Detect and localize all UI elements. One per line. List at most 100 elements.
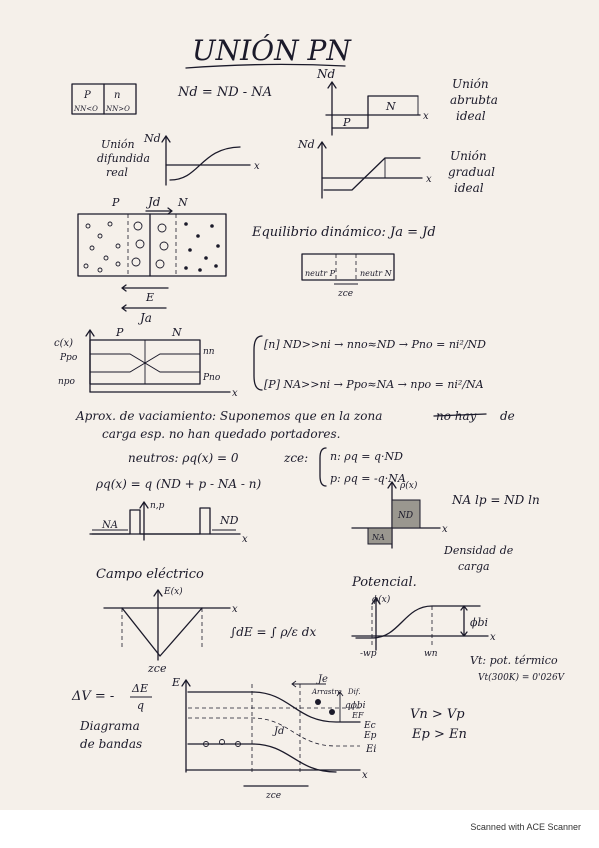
svg-text:zce: zce <box>265 791 281 801</box>
band-title-2: de bandas <box>80 737 142 751</box>
zce-label: zce: <box>283 451 308 465</box>
svg-text:x: x <box>232 604 238 615</box>
gradual-label-1: Unión <box>450 149 487 163</box>
field-title: Campo eléctrico <box>96 567 204 582</box>
abrupt-junction-plot: Nd x P N <box>316 67 429 136</box>
svg-text:P: P <box>83 90 91 101</box>
delta-v-eq: ΔV = - <box>71 689 114 704</box>
svg-text:P: P <box>115 326 124 339</box>
svg-text:Dif.: Dif. <box>347 688 360 696</box>
svg-text:x: x <box>232 388 238 399</box>
diffused-junction-plot: Nd x <box>143 132 260 186</box>
page-title: UNIÓN PN <box>192 33 352 67</box>
svg-text:x: x <box>254 161 260 172</box>
svg-text:qϕbi: qϕbi <box>345 701 366 711</box>
svg-text:P: P <box>111 196 120 209</box>
potential-title: Potencial. <box>351 575 417 590</box>
diffused-label-1: Unión <box>101 138 135 151</box>
svg-text:Ja: Ja <box>137 311 152 325</box>
junction-box: P Jd N E Ja <box>77 195 227 325</box>
svg-text:Nd: Nd <box>143 132 161 145</box>
abrupt-label-1: Unión <box>452 77 489 91</box>
vaciamiento-strike: no hay <box>436 409 477 423</box>
svg-text:npo: npo <box>58 377 76 387</box>
vaciamiento-line-2: carga esp. no han quedado portadores. <box>102 427 340 441</box>
svg-text:ND: ND <box>397 511 413 521</box>
svg-text:wn: wn <box>424 649 438 659</box>
gradual-junction-plot: Nd x <box>297 138 432 199</box>
rho-general-eq: ρq(x) = q (ND + p - NA - n) <box>95 477 261 491</box>
svg-text:n,p: n,p <box>150 501 165 511</box>
concentration-brace <box>253 335 263 391</box>
strike-line <box>433 413 487 417</box>
svg-text:zce: zce <box>147 662 167 675</box>
diffused-label-3: real <box>106 166 128 179</box>
svg-text:nn: nn <box>203 347 215 357</box>
neutros-eq: neutros: ρq(x) = 0 <box>128 451 239 465</box>
electric-field-plot: E(x) x zce <box>103 586 238 675</box>
svg-text:P: P <box>342 116 351 129</box>
svg-text:zce: zce <box>337 289 353 299</box>
charge-label-2: carga <box>458 560 490 573</box>
integral-eq: ∫dE = ∫ ρ/ε dx <box>230 625 316 639</box>
vaciamiento-line-1: Aprox. de vaciamiento: Suponemos que en … <box>75 409 382 423</box>
svg-text:ϕbi: ϕbi <box>470 616 488 629</box>
band-title-1: Diagrama <box>79 719 140 733</box>
gradual-label-3: ideal <box>454 181 484 195</box>
abrupt-label-3: ideal <box>456 109 486 123</box>
zce-n-eq: n: ρq = q·ND <box>330 450 403 463</box>
svg-text:-wp: -wp <box>360 649 377 659</box>
svg-text:Ei: Ei <box>365 744 377 755</box>
delta-v-num: ΔE <box>131 682 148 695</box>
svg-text:Ec: Ec <box>363 721 376 731</box>
svg-text:x: x <box>362 770 368 781</box>
svg-text:Ppo: Ppo <box>59 353 78 363</box>
title-underline <box>185 63 346 69</box>
thermal-potential-300k: Vt(300K) = 0'026V <box>478 672 566 683</box>
svg-text:Nd: Nd <box>297 138 315 151</box>
pn-block: P n NN<O NN>O <box>71 83 137 115</box>
svg-text:NA: NA <box>101 520 118 531</box>
conc-eq-n: [n] ND>>ni → nno≈ND → Pno = ni²/ND <box>264 338 486 351</box>
svg-text:x: x <box>423 111 429 122</box>
svg-text:c(x): c(x) <box>54 338 73 349</box>
potential-plot: ϕ(x) x ϕbi -wp wn <box>351 594 496 659</box>
svg-text:Nd: Nd <box>316 67 336 81</box>
band-diagram-plot: E x Je Arrastre Dif. qϕbi EF Ec Ep Ei Jd <box>171 674 377 801</box>
svg-text:NN>O: NN>O <box>105 105 130 113</box>
charge-label-1: Densidad de <box>443 544 514 557</box>
svg-text:n: n <box>114 90 120 101</box>
svg-text:E: E <box>171 676 180 689</box>
thermal-potential: Vt: pot. térmico <box>470 654 558 667</box>
svg-text:ϕ(x): ϕ(x) <box>372 594 391 605</box>
svg-text:EF: EF <box>351 711 364 720</box>
svg-text:E: E <box>145 291 154 304</box>
svg-text:x: x <box>442 524 448 535</box>
doping-equation: Nd = ND - NA <box>177 85 272 100</box>
svg-text:x: x <box>490 632 496 643</box>
scanner-footer: Scanned with ACE Scanner <box>470 822 581 832</box>
band-ep-en: Ep > En <box>411 727 467 742</box>
concentration-plot: c(x) P N x Ppo npo nn Pno <box>54 326 238 399</box>
doping-profile-plot: n,p x NA ND <box>89 501 248 545</box>
vaciamiento-line-1-end: de <box>500 409 515 423</box>
delta-v-den: q <box>137 699 144 712</box>
svg-text:x: x <box>242 534 248 545</box>
handwritten-notes: UNIÓN PN P n NN<O NN>O Nd = ND - NA Nd x… <box>54 33 566 801</box>
band-vn-vp: Vn > Vp <box>410 707 465 722</box>
svg-text:N: N <box>171 326 182 339</box>
svg-text:NA: NA <box>371 533 385 542</box>
svg-text:Pno: Pno <box>202 373 221 383</box>
zce-p-eq: p: ρq = -q·NA <box>330 472 406 485</box>
abrupt-label-2: abrubta <box>450 93 498 107</box>
conc-eq-p: [P] NA>>ni → Ppo≈NA → npo = ni²/NA <box>264 378 484 391</box>
svg-text:Ep: Ep <box>363 731 377 741</box>
gradual-label-2: gradual <box>448 165 495 179</box>
diffused-label-2: difundida <box>97 152 150 165</box>
charge-density-plot: ρ(x) x ND NA <box>351 480 448 549</box>
svg-text:neutr N: neutr N <box>360 269 393 278</box>
svg-text:ρ(x): ρ(x) <box>399 480 418 491</box>
svg-text:neutr P: neutr P <box>305 269 336 278</box>
svg-text:ND: ND <box>219 514 239 527</box>
neutral-zones-box: neutr P neutr N zce <box>301 253 395 299</box>
